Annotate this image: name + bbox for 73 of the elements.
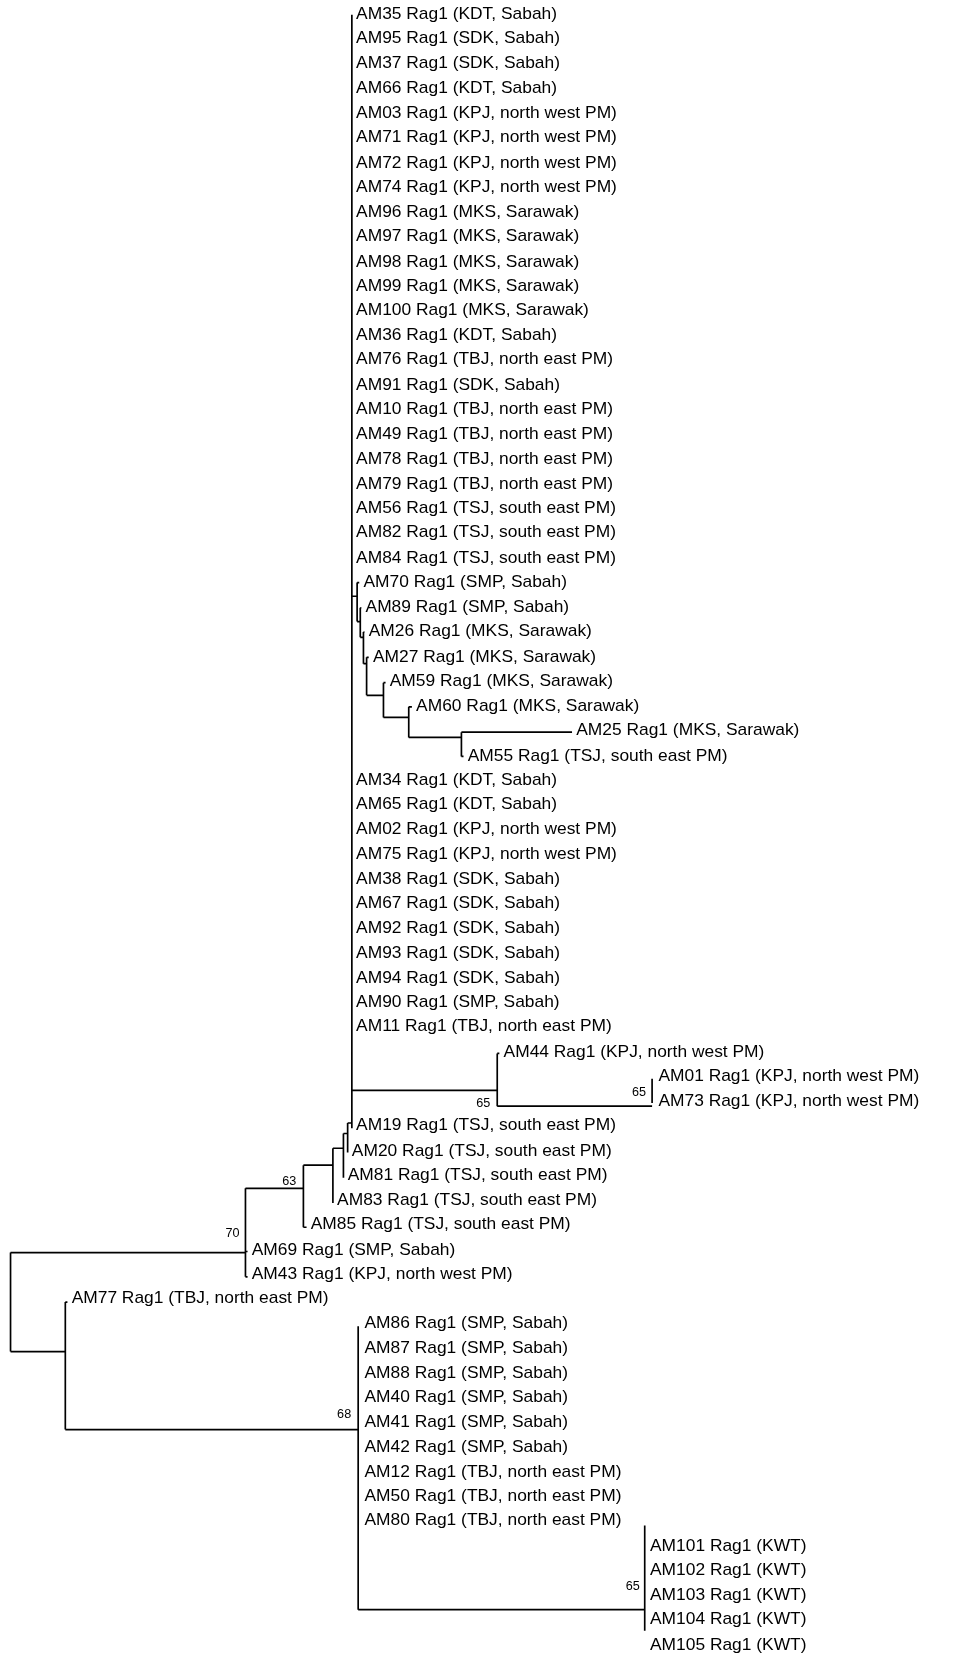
- taxon-label: AM35 Rag1 (KDT, Sabah): [356, 2, 558, 24]
- taxon-label: AM03 Rag1 (KPJ, north west PM): [356, 100, 617, 122]
- taxon-label: AM43 Rag1 (KPJ, north west PM): [251, 1262, 513, 1284]
- taxon-label: AM91 Rag1 (SDK, Sabah): [356, 372, 560, 394]
- taxon-label: AM89 Rag1 (SMP, Sabah): [365, 595, 570, 617]
- taxon-label: AM87 Rag1 (SMP, Sabah): [364, 1336, 569, 1358]
- taxon-label: AM20 Rag1 (TSJ, south east PM): [351, 1138, 612, 1160]
- taxon-label: AM77 Rag1 (TBJ, north east PM): [71, 1286, 329, 1308]
- taxon-label: AM72 Rag1 (KPJ, north west PM): [356, 150, 617, 172]
- taxon-label: AM37 Rag1 (SDK, Sabah): [356, 51, 560, 73]
- bootstrap-value: 65: [625, 1578, 640, 1593]
- taxon-label: AM86 Rag1 (SMP, Sabah): [364, 1311, 569, 1333]
- taxon-label: AM25 Rag1 (MKS, Sarawak): [576, 718, 800, 740]
- taxon-label: AM80 Rag1 (TBJ, north east PM): [364, 1509, 622, 1531]
- taxon-label: AM26 Rag1 (MKS, Sarawak): [368, 619, 592, 641]
- taxon-label: AM19 Rag1 (TSJ, south east PM): [356, 1113, 616, 1135]
- bootstrap-value: 63: [282, 1173, 297, 1189]
- taxon-label: AM40 Rag1 (SMP, Sabah): [364, 1385, 569, 1407]
- taxon-label: AM12 Rag1 (TBJ, north east PM): [364, 1459, 622, 1481]
- taxon-label: AM82 Rag1 (TSJ, south east PM): [356, 520, 616, 542]
- taxon-label: AM98 Rag1 (MKS, Sarawak): [356, 249, 580, 271]
- taxon-label: AM60 Rag1 (MKS, Sarawak): [416, 693, 640, 715]
- taxon-label: AM96 Rag1 (MKS, Sarawak): [356, 199, 580, 221]
- taxon-label: AM104 Rag1 (KWT): [650, 1607, 807, 1629]
- taxon-label: AM105 Rag1 (KWT): [650, 1632, 807, 1654]
- taxon-label: AM59 Rag1 (MKS, Sarawak): [389, 669, 613, 691]
- taxon-label: AM34 Rag1 (KDT, Sabah): [356, 767, 558, 789]
- taxon-label: AM74 Rag1 (KPJ, north west PM): [356, 175, 617, 197]
- taxon-label: AM49 Rag1 (TBJ, north east PM): [356, 422, 614, 444]
- taxon-label: AM76 Rag1 (TBJ, north east PM): [356, 348, 614, 369]
- taxon-label: AM69 Rag1 (SMP, Sabah): [251, 1237, 456, 1259]
- taxon-label: AM85 Rag1 (TSJ, south east PM): [310, 1212, 571, 1234]
- taxon-label: AM93 Rag1 (SDK, Sabah): [356, 940, 560, 962]
- taxon-label: AM42 Rag1 (SMP, Sabah): [364, 1434, 569, 1456]
- taxon-label: AM92 Rag1 (SDK, Sabah): [356, 916, 560, 938]
- taxon-label: AM50 Rag1 (TBJ, north east PM): [364, 1484, 622, 1506]
- taxon-label: AM102 Rag1 (KWT): [650, 1558, 807, 1580]
- taxon-label: AM27 Rag1 (MKS, Sarawak): [372, 644, 597, 666]
- taxon-label: AM38 Rag1 (SDK, Sabah): [356, 866, 560, 888]
- taxon-label: AM44 Rag1 (KPJ, north west PM): [503, 1039, 765, 1061]
- taxon-label: AM103 Rag1 (KWT): [650, 1583, 807, 1605]
- taxon-label: AM95 Rag1 (SDK, Sabah): [356, 26, 560, 48]
- taxon-label: AM55 Rag1 (TSJ, south east PM): [467, 743, 728, 765]
- taxon-label: AM36 Rag1 (KDT, Sabah): [356, 323, 558, 345]
- taxon-label: AM71 Rag1 (KPJ, north west PM): [356, 125, 617, 147]
- taxon-label: AM70 Rag1 (SMP, Sabah): [363, 570, 567, 592]
- taxon-label: AM02 Rag1 (KPJ, north west PM): [356, 817, 617, 839]
- bootstrap-value: 65: [476, 1095, 491, 1111]
- taxon-label: AM41 Rag1 (SMP, Sabah): [364, 1410, 569, 1432]
- taxon-label: AM01 Rag1 (KPJ, north west PM): [658, 1064, 920, 1086]
- taxon-label: AM88 Rag1 (SMP, Sabah): [364, 1360, 569, 1382]
- taxon-label: AM90 Rag1 (SMP, Sabah): [356, 990, 560, 1012]
- taxon-label: AM66 Rag1 (KDT, Sabah): [356, 76, 558, 98]
- taxon-label: AM97 Rag1 (MKS, Sarawak): [356, 224, 580, 246]
- taxon-label: AM101 Rag1 (KWT): [650, 1533, 807, 1555]
- taxon-label: AM75 Rag1 (KPJ, north west PM): [356, 842, 617, 864]
- taxon-label: AM99 Rag1 (MKS, Sarawak): [356, 273, 580, 295]
- taxon-label: AM73 Rag1 (KPJ, north west PM): [658, 1089, 920, 1111]
- taxon-label: AM83 Rag1 (TSJ, south east PM): [337, 1187, 597, 1209]
- taxon-label: AM100 Rag1 (MKS, Sarawak): [356, 298, 589, 320]
- taxon-label: AM84 Rag1 (TSJ, south east PM): [356, 545, 616, 567]
- taxon-label: AM79 Rag1 (TBJ, north east PM): [356, 471, 614, 493]
- taxon-label: AM81 Rag1 (TSJ, south east PM): [347, 1163, 608, 1185]
- taxon-label: AM56 Rag1 (TSJ, south east PM): [356, 496, 616, 518]
- taxon-label: AM78 Rag1 (TBJ, north east PM): [356, 446, 614, 468]
- bootstrap-value: 65: [632, 1084, 647, 1099]
- bootstrap-value: 70: [225, 1225, 240, 1240]
- taxon-label: AM67 Rag1 (SDK, Sabah): [356, 891, 560, 913]
- taxon-label: AM10 Rag1 (TBJ, north east PM): [356, 397, 614, 419]
- bootstrap-value: 68: [337, 1406, 352, 1422]
- taxon-label: AM65 Rag1 (KDT, Sabah): [356, 792, 558, 814]
- taxon-label: AM94 Rag1 (SDK, Sabah): [356, 965, 560, 987]
- taxon-label: AM11 Rag1 (TBJ, north east PM): [356, 1015, 612, 1036]
